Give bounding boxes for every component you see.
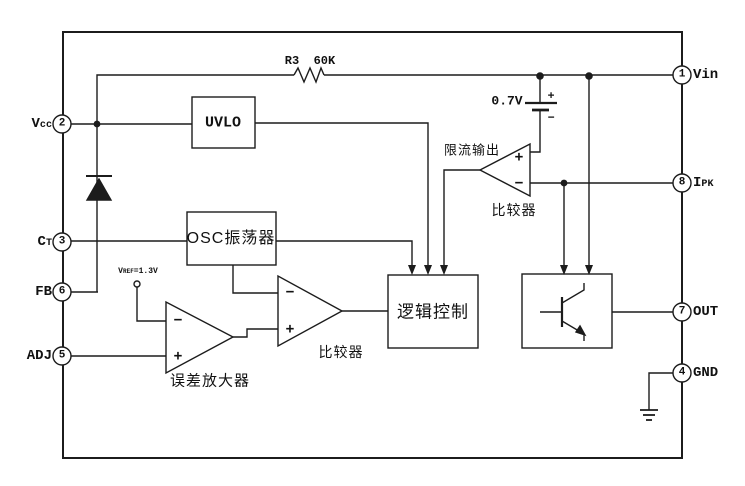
osc-ramp-wire xyxy=(232,265,278,294)
pin-ct-sub: T xyxy=(45,237,52,249)
pin-ipk-base: I xyxy=(693,174,702,191)
vref-label: VREF=1.3V xyxy=(118,268,158,276)
pin-circle-out xyxy=(672,302,692,322)
uvlo-block-label: UVLO xyxy=(204,114,242,132)
error-amp-output-wire xyxy=(233,328,278,338)
pin-label-ipk: IPK xyxy=(693,176,714,190)
pin-out-base: OUT xyxy=(693,303,719,320)
pin-ct-base: C xyxy=(37,233,46,250)
current-limit-comparator-caption: 比较器 xyxy=(491,202,537,218)
pin-circle-ipk xyxy=(672,173,692,193)
transistor-box xyxy=(521,273,613,349)
pin-label-fb: FB xyxy=(35,285,52,299)
pin-vcc-sub: cc xyxy=(39,119,52,131)
vref-value: =1.3V xyxy=(133,267,158,276)
error-amp-plus-sign: + xyxy=(173,348,183,364)
resistor-label: R3 60K xyxy=(284,54,336,68)
pin-label-out: OUT xyxy=(693,305,718,319)
pin-vcc-base: V xyxy=(31,115,40,132)
npn-transistor-symbol xyxy=(540,283,587,341)
pin-number-6: 6 xyxy=(58,285,66,298)
pin-adj-base: ADJ xyxy=(26,347,52,364)
pin-circle-ct xyxy=(52,232,72,252)
pin-circle-adj xyxy=(52,346,72,366)
battery-0v7 xyxy=(525,76,557,112)
pin-label-ct: CT xyxy=(38,235,52,249)
pwm-comparator-triangle xyxy=(277,274,344,348)
battery-voltage-label: 0.7V xyxy=(491,93,523,109)
pin-number-7: 7 xyxy=(678,305,686,318)
r3-wire xyxy=(96,66,673,292)
osc-output-wire xyxy=(276,240,413,266)
pin-label-vcc: Vcc xyxy=(31,117,52,131)
pin-circle-gnd xyxy=(672,363,692,383)
pin-number-8: 8 xyxy=(678,176,686,189)
pin-number-1: 1 xyxy=(678,68,686,81)
error-amp-minus-sign: − xyxy=(173,312,183,328)
pwm-minus-sign: − xyxy=(285,284,295,300)
pin-vin-base: Vin xyxy=(693,66,719,83)
diode xyxy=(85,175,113,201)
logic-box xyxy=(387,274,479,349)
pin-label-gnd: GND xyxy=(693,366,718,380)
pin-circle-fb xyxy=(52,282,72,302)
pwm-plus-sign: + xyxy=(285,321,295,337)
pin-number-3: 3 xyxy=(58,235,66,248)
vref-wire xyxy=(133,280,166,322)
ilim-plus-sign: + xyxy=(514,149,524,165)
pin-fb-base: FB xyxy=(35,283,52,300)
logic-block-label: 逻辑控制 xyxy=(397,302,469,322)
current-limit-title: 限流输出 xyxy=(443,142,501,158)
vref-base: V xyxy=(118,267,123,276)
ground-symbol xyxy=(640,372,673,421)
pin-number-4: 4 xyxy=(678,366,686,379)
ilim-output-wire xyxy=(443,169,480,266)
ilim-comparator-triangle xyxy=(478,142,531,198)
error-amp-triangle xyxy=(165,300,235,375)
pwm-comparator-caption: 比较器 xyxy=(318,344,364,360)
osc-box xyxy=(186,211,277,266)
uvlo-output-wire xyxy=(255,122,429,266)
pin-number-5: 5 xyxy=(58,349,66,362)
vref-sub: REF xyxy=(122,268,134,275)
pin-number-2: 2 xyxy=(58,117,66,130)
pin-circle-vin xyxy=(672,65,692,85)
battery-minus-sign: − xyxy=(547,110,555,124)
pin-label-vin: Vin xyxy=(693,68,718,82)
pin-label-adj: ADJ xyxy=(27,349,52,363)
pin-circles xyxy=(52,65,692,383)
resistor-zigzag xyxy=(293,66,325,84)
osc-block-label: OSC振荡器 xyxy=(186,230,276,247)
ilim-minus-sign: − xyxy=(514,175,524,191)
arrowheads xyxy=(408,265,593,275)
pin-ipk-sub: PK xyxy=(701,178,714,190)
pin-gnd-base: GND xyxy=(693,364,719,381)
junction-dots xyxy=(93,72,593,187)
battery-plus-sign: + xyxy=(547,88,555,102)
ilim-plus-wire xyxy=(530,111,541,153)
error-amp-caption: 误差放大器 xyxy=(169,372,251,390)
pin-circle-vcc xyxy=(52,114,72,134)
